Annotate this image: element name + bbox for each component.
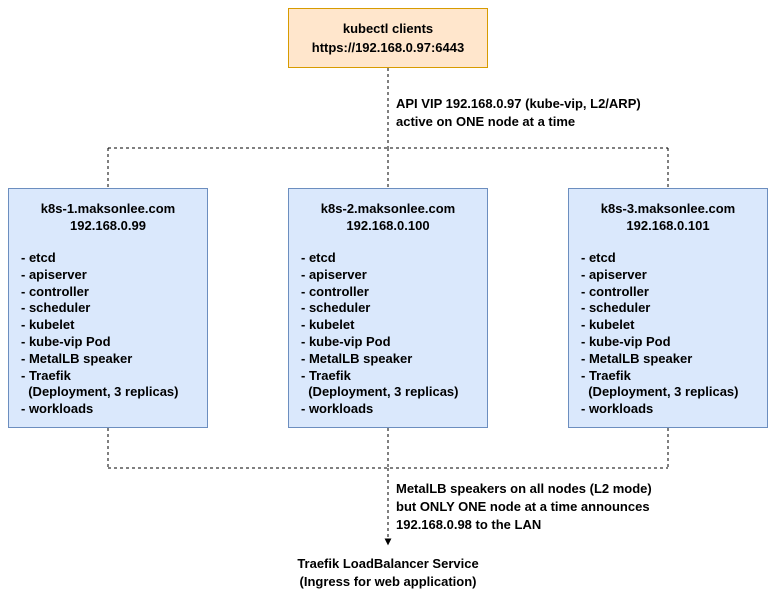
component-item: - controller	[581, 283, 649, 299]
component-item: - Traefik	[581, 367, 631, 383]
component-item: - controller	[21, 283, 89, 299]
api-vip-note: API VIP 192.168.0.97 (kube-vip, L2/ARP) …	[396, 95, 641, 131]
api-vip-note-line2: active on ONE node at a time	[396, 114, 576, 129]
component-item: - scheduler	[301, 300, 371, 316]
metallb-note-line3: 192.168.0.98 to the LAN	[396, 517, 542, 532]
node-ip: 192.168.0.101	[626, 218, 710, 233]
component-item: - apiserver	[581, 266, 647, 282]
service-line1: Traefik LoadBalancer Service	[297, 556, 479, 571]
client-url: https://192.168.0.97:6443	[311, 40, 465, 55]
component-item: - etcd	[301, 250, 336, 265]
node-hostname: k8s-3.maksonlee.com	[600, 201, 736, 216]
node-hostname: k8s-2.maksonlee.com	[320, 201, 456, 216]
component-item: - Traefik	[21, 367, 71, 383]
traefik-service-label: Traefik LoadBalancer Service (Ingress fo…	[288, 555, 488, 591]
metallb-note-line2: but ONLY ONE node at a time announces	[396, 499, 650, 514]
component-item: (Deployment, 3 replicas)	[581, 384, 739, 400]
component-item: - apiserver	[301, 266, 367, 282]
node-k8s-3: k8s-3.maksonlee.com 192.168.0.101 - etcd…	[568, 188, 768, 428]
component-item: - kube-vip Pod	[301, 333, 391, 349]
component-item: - MetalLB speaker	[301, 350, 413, 366]
component-item: - workloads	[301, 401, 374, 417]
component-item: - apiserver	[21, 266, 87, 282]
component-item: - controller	[301, 283, 369, 299]
metallb-note-line1: MetalLB speakers on all nodes (L2 mode)	[396, 481, 652, 496]
node-hostname: k8s-1.maksonlee.com	[40, 201, 176, 216]
kubectl-clients-box: kubectl clients https://192.168.0.97:644…	[288, 8, 488, 68]
node-k8s-2: k8s-2.maksonlee.com 192.168.0.100 - etcd…	[288, 188, 488, 428]
component-item: - Traefik	[301, 367, 351, 383]
component-item: (Deployment, 3 replicas)	[301, 384, 459, 400]
component-item: - scheduler	[581, 300, 651, 316]
component-list: - etcd - apiserver - controller - schedu…	[9, 250, 207, 418]
component-list: - etcd - apiserver - controller - schedu…	[289, 250, 487, 418]
node-k8s-1: k8s-1.maksonlee.com 192.168.0.99 - etcd …	[8, 188, 208, 428]
component-list: - etcd - apiserver - controller - schedu…	[569, 250, 767, 418]
component-item: - MetalLB speaker	[21, 350, 133, 366]
api-vip-note-line1: API VIP 192.168.0.97 (kube-vip, L2/ARP)	[396, 96, 641, 111]
component-item: - etcd	[21, 250, 56, 265]
component-item: - MetalLB speaker	[581, 350, 693, 366]
node-ip: 192.168.0.100	[346, 218, 430, 233]
component-item: - kubelet	[301, 317, 355, 333]
component-item: - kubelet	[21, 317, 75, 333]
component-item: - workloads	[21, 401, 94, 417]
component-item: - kubelet	[581, 317, 635, 333]
component-item: - scheduler	[21, 300, 91, 316]
component-item: (Deployment, 3 replicas)	[21, 384, 179, 400]
component-item: - workloads	[581, 401, 654, 417]
client-title: kubectl clients	[342, 21, 434, 36]
component-item: - kube-vip Pod	[21, 333, 111, 349]
service-line2: (Ingress for web application)	[299, 574, 477, 589]
component-item: - kube-vip Pod	[581, 333, 671, 349]
node-ip: 192.168.0.99	[70, 218, 146, 233]
component-item: - etcd	[581, 250, 616, 265]
metallb-note: MetalLB speakers on all nodes (L2 mode) …	[396, 480, 652, 534]
